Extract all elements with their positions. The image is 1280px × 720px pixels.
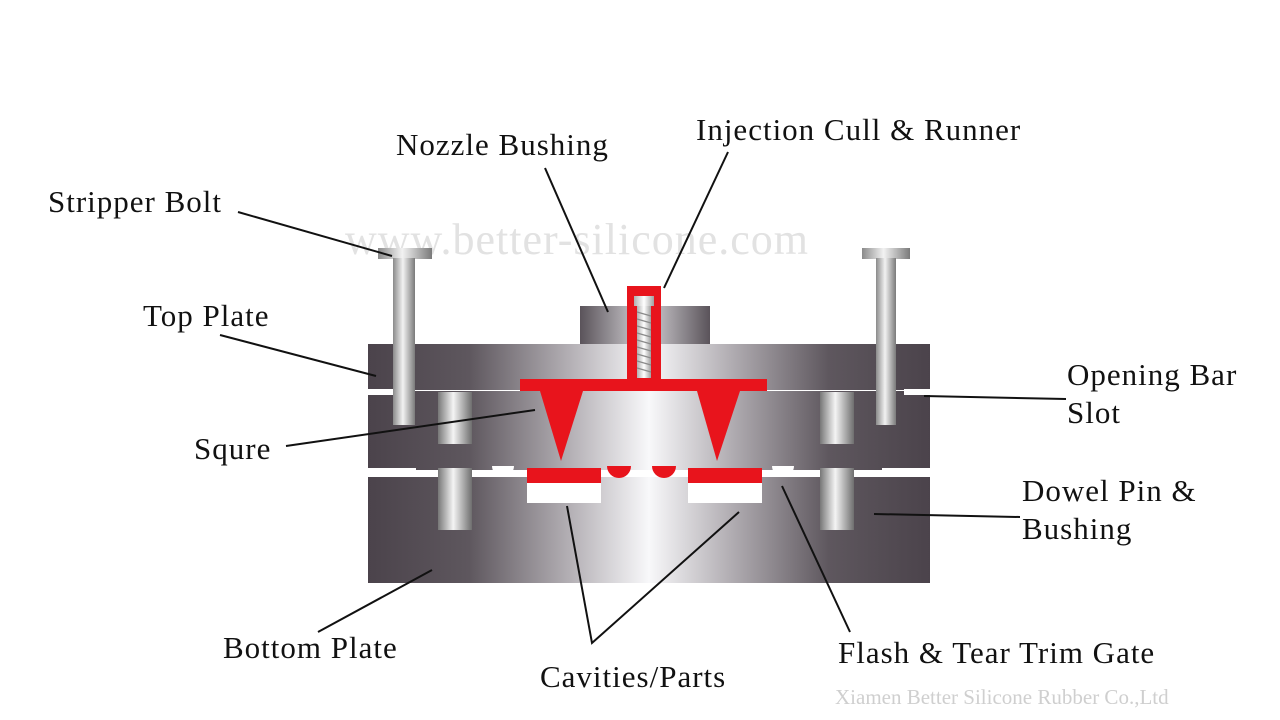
flash-bumps-red xyxy=(607,466,676,478)
label-opening-bar: Opening Bar xyxy=(1067,357,1237,392)
trim-gate-bumps-white xyxy=(492,466,794,477)
label-injection-cull-runner: Injection Cull & Runner xyxy=(696,112,1021,147)
opening-bar-slot-left xyxy=(368,389,394,395)
label-flash-trim-gate: Flash & Tear Trim Gate xyxy=(838,635,1155,670)
stripper-bolt-right-shank xyxy=(876,258,896,425)
stripper-bolt-left-head xyxy=(378,248,432,259)
label-dowel-pin: Dowel Pin & xyxy=(1022,473,1197,508)
label-cavities-parts: Cavities/Parts xyxy=(540,659,726,694)
leader-bottom-plate xyxy=(317,569,433,633)
cavity-left-part xyxy=(527,468,601,483)
leader-nozzle-bushing xyxy=(544,167,609,313)
cavity-left-opening xyxy=(527,483,601,503)
screw-threads xyxy=(636,311,652,373)
opening-bar-slot-right xyxy=(904,389,930,395)
label-squre: Squre xyxy=(194,431,271,466)
leader-cavities xyxy=(566,505,740,645)
label-stripper-bolt: Stripper Bolt xyxy=(48,184,222,219)
sprue-left xyxy=(540,391,583,461)
screw-head xyxy=(634,296,654,306)
cavity-right-part xyxy=(688,468,762,483)
cavity-right-opening xyxy=(688,483,762,503)
dowel-pin-right-lower xyxy=(820,468,854,530)
label-opening-bar-slot: Slot xyxy=(1067,395,1121,430)
label-top-plate: Top Plate xyxy=(143,298,270,333)
company-credit: Xiamen Better Silicone Rubber Co.,Ltd xyxy=(835,685,1169,709)
leader-flash-trim xyxy=(781,485,851,633)
leader-injection-cull xyxy=(663,151,729,289)
parting-gap-left xyxy=(368,468,416,477)
stripper-bolt-right-head xyxy=(862,248,910,259)
label-dowel-bushing: Bushing xyxy=(1022,511,1132,546)
label-nozzle-bushing: Nozzle Bushing xyxy=(396,127,609,162)
leader-opening-bar xyxy=(923,395,1067,400)
leader-squre xyxy=(285,409,536,447)
leader-dowel-pin xyxy=(873,513,1021,518)
stripper-bolt-left-shank xyxy=(393,258,415,425)
dowel-bushing-left-upper xyxy=(438,392,472,444)
leader-lines xyxy=(219,151,1067,645)
parting-gap-right xyxy=(882,468,930,477)
sprue-right xyxy=(697,391,740,461)
leader-stripper-bolt xyxy=(237,211,393,257)
runner xyxy=(520,379,767,391)
label-bottom-plate: Bottom Plate xyxy=(223,630,398,665)
leader-top-plate xyxy=(219,334,377,377)
dowel-pin-left-lower xyxy=(438,468,472,530)
dowel-bushing-right-upper xyxy=(820,392,854,444)
